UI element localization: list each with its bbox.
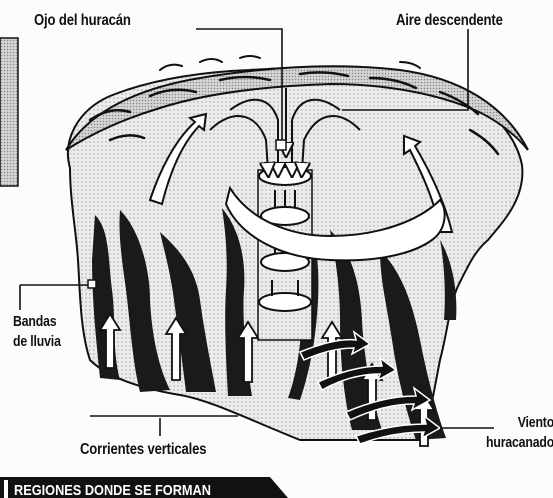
hurricane-wind-label-line1: Viento [486,413,553,433]
rain-bands-label-line2: de lluvia [13,332,61,352]
side-inset-panel [0,38,18,186]
vertical-currents-label: Corrientes verticales [80,441,206,459]
hurricane-wind-label: Viento huracanado [486,413,553,453]
descending-air-label: Aire descendente [396,12,503,30]
section-banner-text: REGIONES DONDE SE FORMAN [14,482,211,498]
section-banner: REGIONES DONDE SE FORMAN [0,476,288,498]
hurricane-wind-label-line2: huracanado [486,433,553,453]
rain-bands-label: Bandas de lluvia [13,312,61,352]
rain-bands-label-line1: Bandas [13,312,61,332]
eye-label: Ojo del huracán [34,12,131,30]
